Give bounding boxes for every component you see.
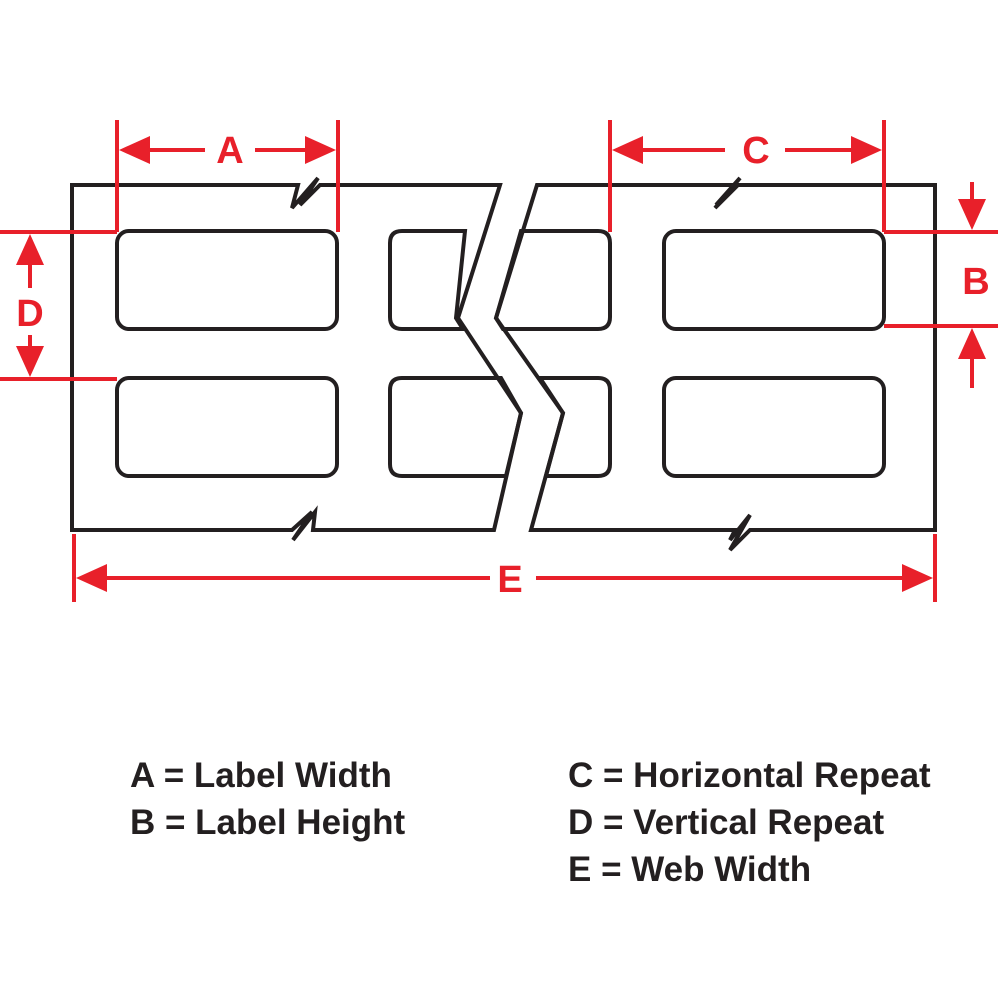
dimension-d: [0, 230, 117, 381]
legend-entry-a: A = Label Width: [130, 756, 392, 795]
label-top-left: [115, 229, 339, 331]
dimension-b: [884, 182, 998, 388]
label-top-middle-left: [388, 229, 468, 331]
legend-left: A = Label Width B = Label Height: [130, 752, 405, 846]
label-top-middle-right: [493, 229, 612, 331]
dimension-c: [608, 120, 886, 232]
dimension-a: [115, 120, 340, 232]
dimension-c-letter: C: [742, 130, 769, 172]
label-bottom-right: [662, 376, 886, 478]
web-outline-left: [70, 176, 524, 542]
label-top-right: [662, 229, 886, 331]
legend-entry-e: E = Web Width: [568, 850, 812, 889]
dimension-a-letter: A: [216, 130, 243, 172]
label-bottom-middle-right: [536, 376, 612, 478]
legend-entry-b: B = Label Height: [130, 803, 406, 842]
dimension-d-letter: D: [16, 293, 43, 335]
legend-entry-c: C = Horizontal Repeat: [568, 756, 931, 795]
dimension-b-letter: B: [962, 261, 989, 303]
web-outline-right: [493, 176, 937, 552]
legend-right: C = Horizontal Repeat D = Vertical Repea…: [568, 752, 931, 893]
label-bottom-middle-left: [388, 376, 524, 478]
label-bottom-left: [115, 376, 339, 478]
dimension-e-letter: E: [497, 559, 522, 601]
legend-entry-d: D = Vertical Repeat: [568, 803, 885, 842]
dimension-e: [72, 534, 937, 602]
